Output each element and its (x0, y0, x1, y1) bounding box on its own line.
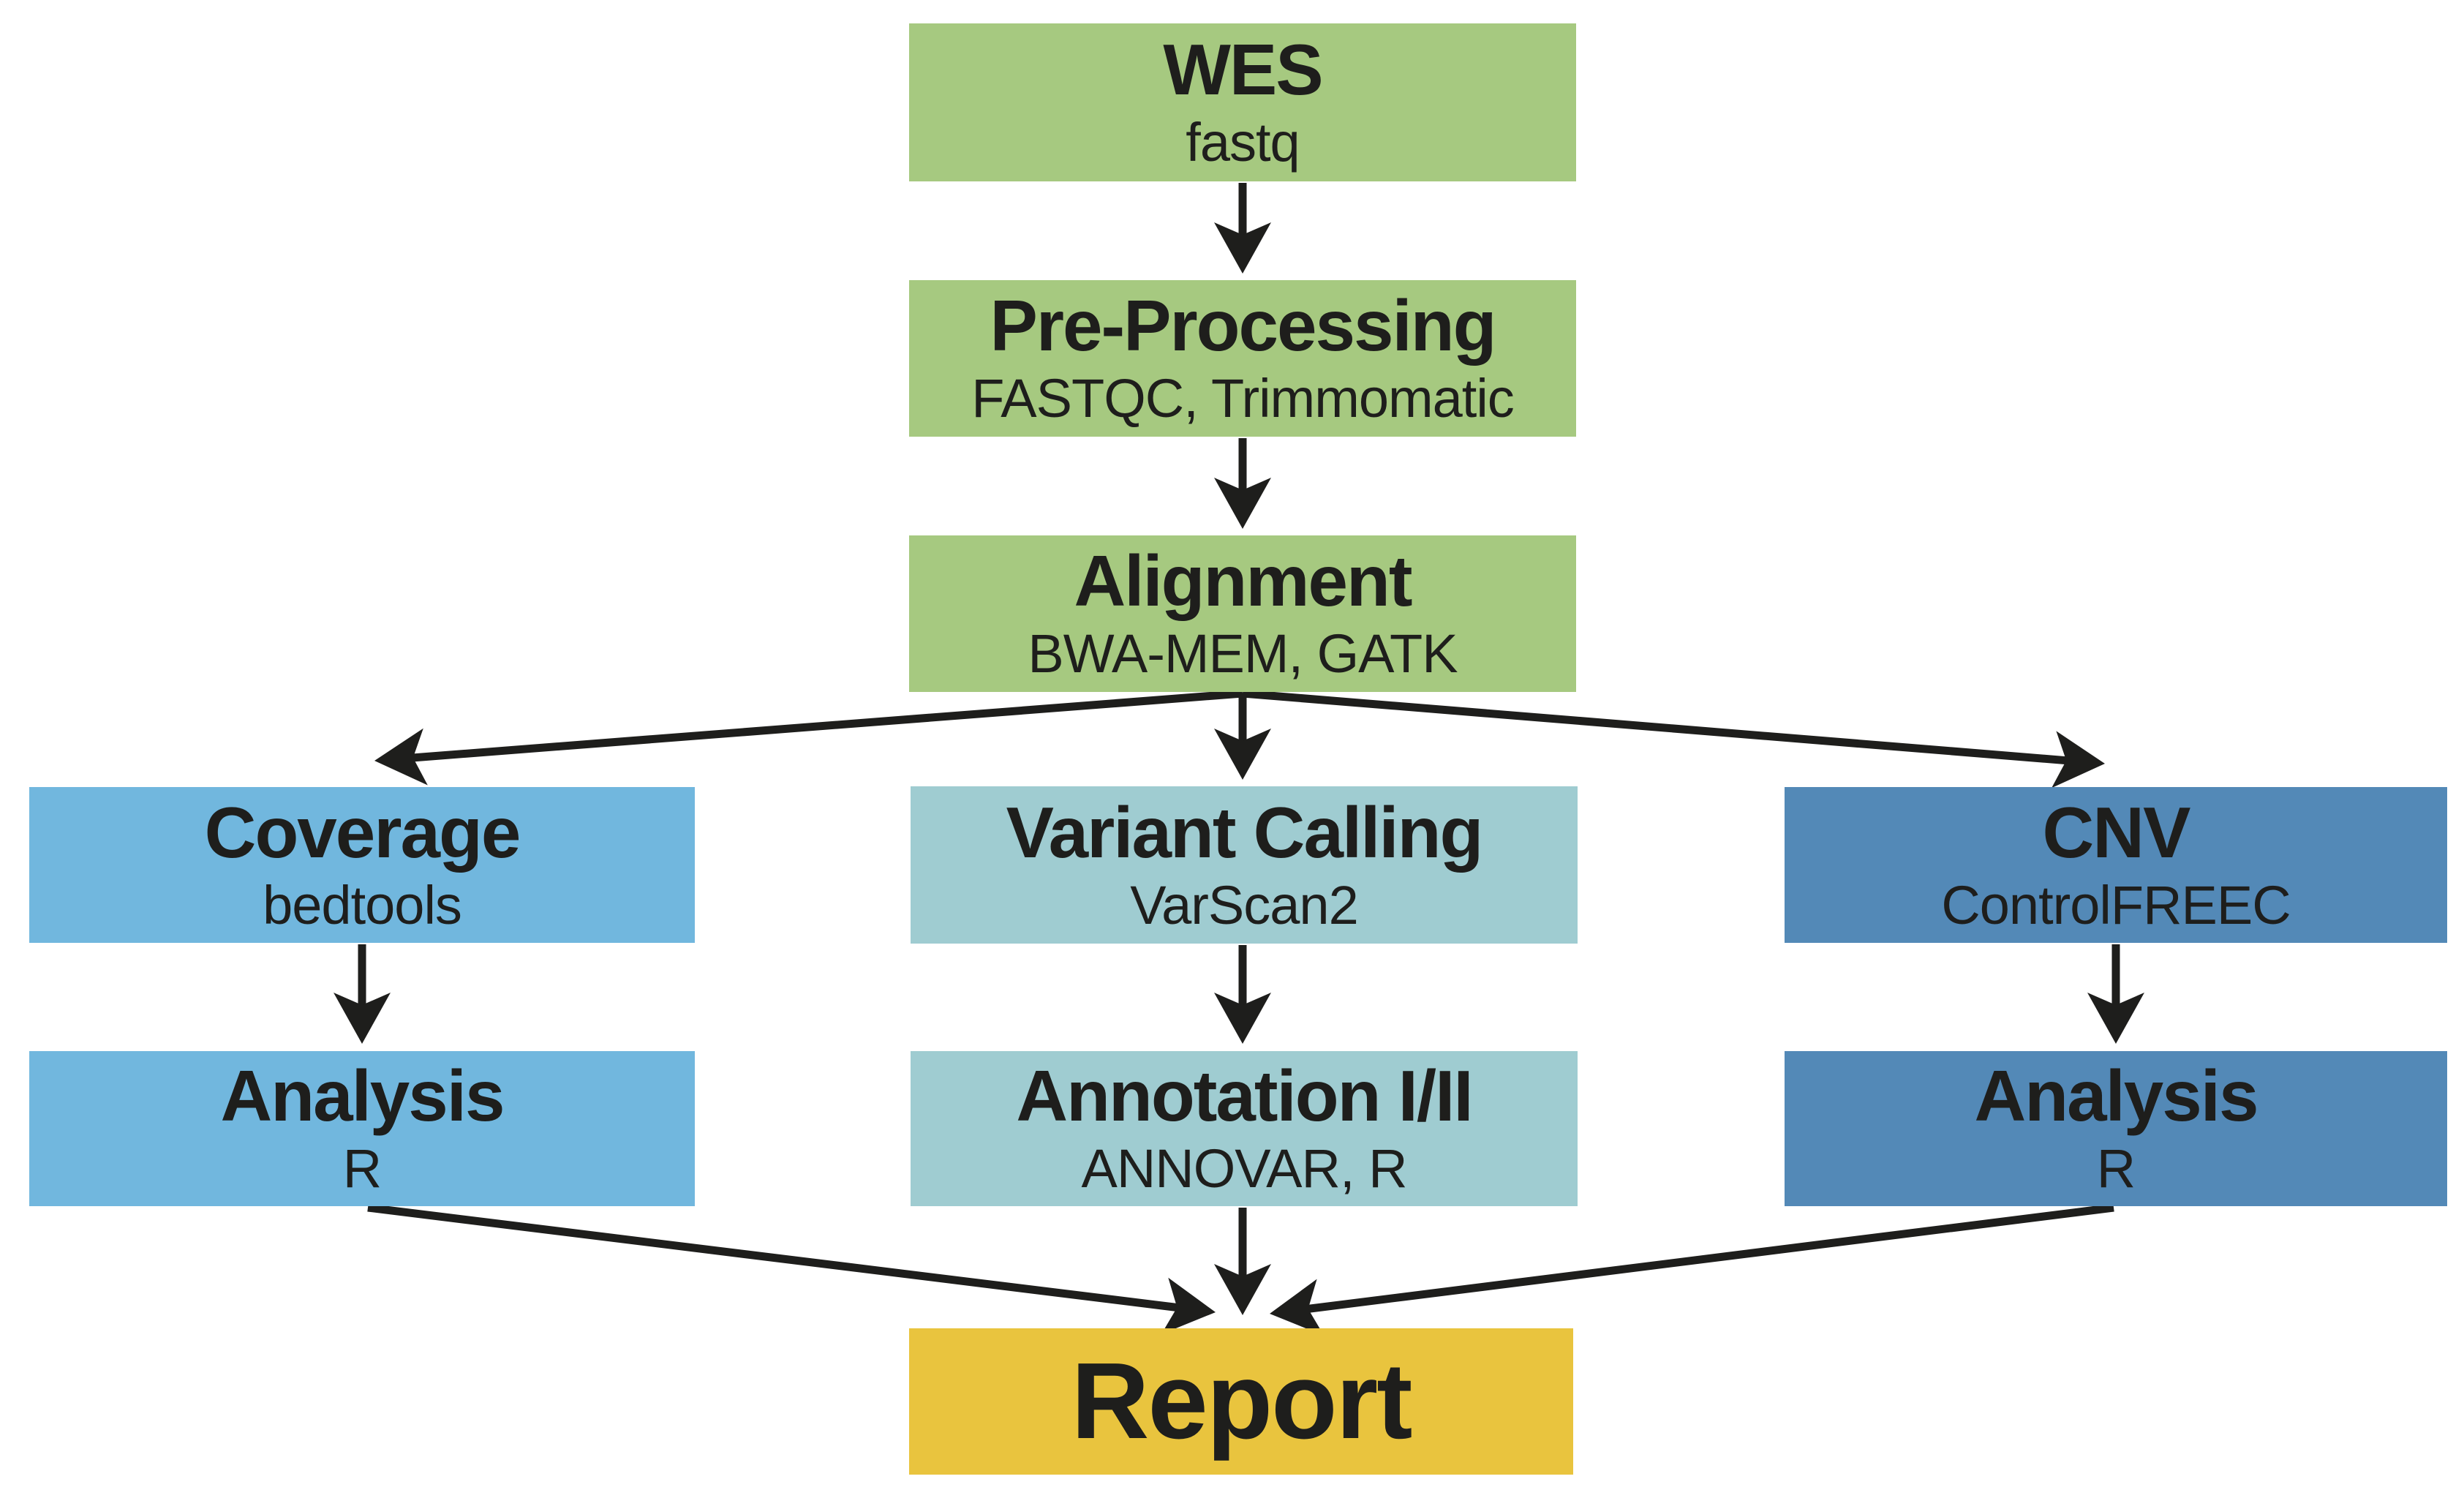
node-wes: WES fastq (909, 23, 1576, 181)
edge-line (1242, 689, 2071, 765)
edge-arrowhead (1214, 993, 1271, 1044)
node-analysis-right-title: Analysis (1974, 1055, 2258, 1137)
edge-arrowhead (1214, 222, 1271, 274)
node-cnv-subtitle: ControlFREEC (1941, 874, 2291, 936)
node-coverage-title: Coverage (204, 791, 521, 873)
node-preprocessing-subtitle: FASTQC, Trimmomatic (971, 368, 1515, 429)
node-analysis-left: Analysis R (29, 1051, 695, 1206)
edge-arrowhead (1214, 478, 1271, 529)
node-annotation-title: Annotation I/II (1016, 1055, 1473, 1137)
node-analysis-right-subtitle: R (2096, 1138, 2136, 1200)
node-analysis-left-title: Analysis (220, 1055, 505, 1137)
edge-arrowhead (2052, 731, 2105, 789)
node-coverage-subtitle: bedtools (263, 874, 462, 936)
node-cnv-title: CNV (2042, 791, 2191, 873)
node-preprocessing: Pre-Processing FASTQC, Trimmomatic (909, 280, 1576, 437)
edge-arrowhead (1270, 1279, 1325, 1336)
node-wes-subtitle: fastq (1186, 112, 1300, 173)
node-preprocessing-title: Pre-Processing (990, 285, 1497, 366)
node-report-title: Report (1071, 1340, 1413, 1461)
node-annotation-subtitle: ANNOVAR, R (1081, 1138, 1407, 1200)
node-annotation: Annotation I/II ANNOVAR, R (911, 1051, 1578, 1206)
edge-arrowhead (374, 728, 428, 786)
node-alignment-title: Alignment (1074, 541, 1412, 622)
edge-line (408, 689, 1243, 762)
edge-arrowhead (1161, 1277, 1216, 1335)
node-alignment-subtitle: BWA-MEM, GATK (1028, 623, 1458, 685)
edge-arrowhead (334, 993, 391, 1044)
edge-arrowhead (2087, 993, 2144, 1044)
node-variant-calling: Variant Calling VarScan2 (911, 786, 1578, 944)
node-coverage: Coverage bedtools (29, 787, 695, 943)
edge-arrowhead (1214, 1264, 1271, 1315)
node-alignment: Alignment BWA-MEM, GATK (909, 535, 1576, 692)
node-report: Report (909, 1328, 1573, 1475)
node-variant-calling-subtitle: VarScan2 (1130, 874, 1358, 936)
node-analysis-right: Analysis R (1785, 1051, 2447, 1206)
node-variant-calling-title: Variant Calling (1006, 791, 1484, 873)
edge-line (367, 1203, 1183, 1312)
node-analysis-left-subtitle: R (342, 1138, 382, 1200)
edge-arrowhead (1214, 729, 1271, 780)
edge-line (1303, 1203, 2114, 1314)
node-cnv: CNV ControlFREEC (1785, 787, 2447, 943)
node-wes-title: WES (1163, 29, 1323, 110)
